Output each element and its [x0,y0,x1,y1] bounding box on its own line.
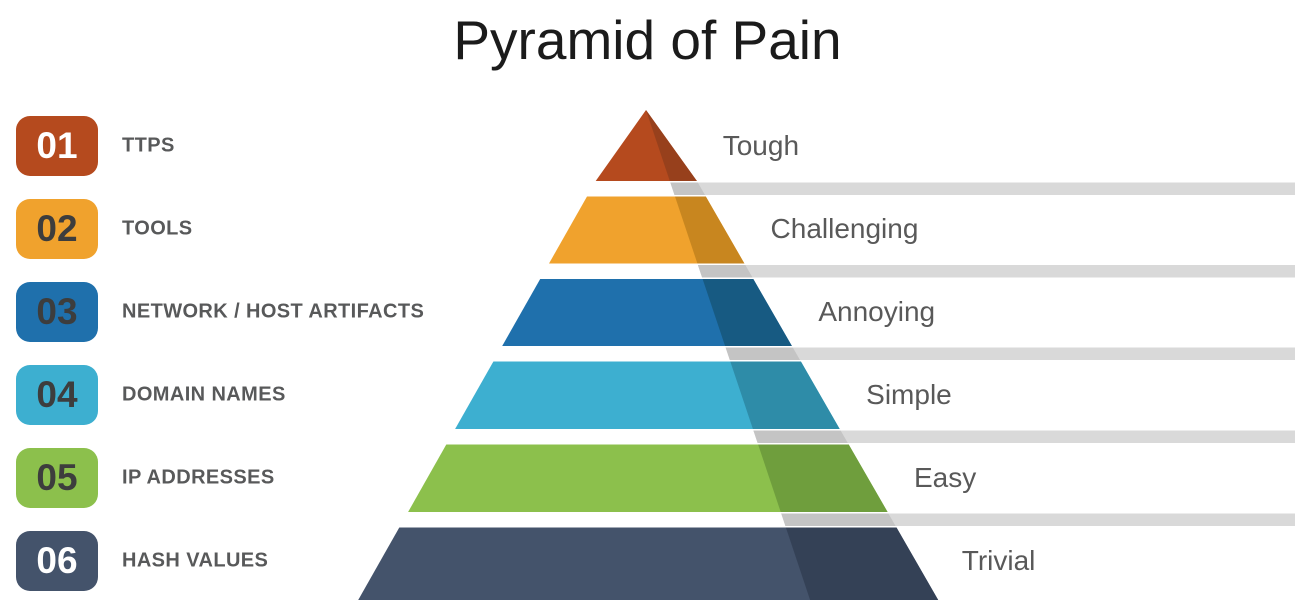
pyramid-layer-shade-2 [675,196,745,264]
badge-number: 04 [36,374,78,415]
difficulty-bar-shadow-4 [753,430,848,443]
pyramid-layer-shade-6 [785,527,939,600]
difficulty-bar-4 [753,430,1295,443]
badge-number: 05 [36,457,78,498]
difficulty-bar-shadow-1 [670,182,705,195]
difficulty-label-2: Challenging [770,213,919,244]
difficulty-bar-shadow-2 [697,265,753,278]
difficulty-bar-shadow-5 [781,513,896,526]
level-badge-3: 03 [16,282,98,342]
pyramid-layer-shade-1 [646,110,697,181]
badge-number: 06 [36,540,78,581]
pyramid-layer-shade-5 [758,444,888,512]
difficulty-label-3: Annoying [818,296,936,327]
difficulty-label-5: Easy [913,462,977,493]
diagram-title: Pyramid of Pain [453,9,842,71]
level-label-5: IP ADDRESSES [122,466,275,489]
badge-number: 03 [36,291,78,332]
level-label-1: TTPS [122,134,175,157]
level-badge-5: 05 [16,448,98,508]
level-label-6: HASH VALUES [122,549,269,572]
difficulty-bar-2 [697,265,1295,278]
pyramid-layer-shade-3 [702,279,792,346]
level-badge-6: 06 [16,531,98,591]
badge-number: 02 [36,208,78,249]
level-label-2: TOOLS [122,217,193,240]
level-badge-2: 02 [16,199,98,259]
difficulty-bar-1 [670,182,1295,195]
difficulty-bar-shadow-3 [725,347,800,360]
level-label-3: NETWORK / HOST ARTIFACTS [122,300,425,323]
badge-number: 01 [36,125,78,166]
level-badge-1: 01 [16,116,98,176]
difficulty-label-1: Tough [722,130,800,161]
level-label-4: DOMAIN NAMES [122,383,286,406]
pyramid-layer-shade-4 [730,361,840,429]
difficulty-bar-3 [725,347,1295,360]
difficulty-label-6: Trivial [961,545,1036,576]
level-badge-4: 04 [16,365,98,425]
difficulty-label-4: Simple [866,379,952,410]
difficulty-bar-5 [781,513,1295,526]
